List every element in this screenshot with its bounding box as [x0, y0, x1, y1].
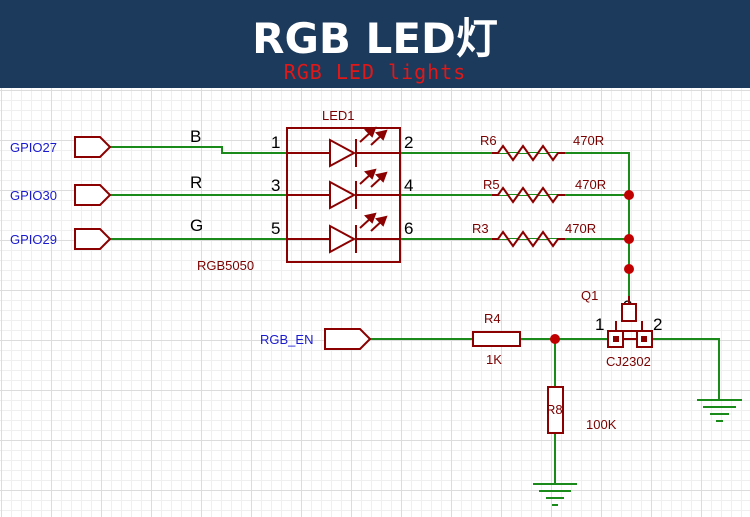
- port-gpio27: [74, 136, 112, 158]
- port-gpio30: [74, 184, 112, 206]
- junctions: [550, 190, 634, 344]
- led-pin-2: 2: [404, 133, 413, 152]
- emission-arrows: [359, 126, 388, 232]
- junction-gate: [550, 334, 560, 344]
- resistor-r4: [472, 331, 521, 347]
- junction-r5: [624, 190, 634, 200]
- r8-ref: R8: [546, 402, 563, 417]
- junction-r3: [624, 234, 634, 244]
- r5-value: 470R: [575, 177, 606, 192]
- r8-value: 100K: [586, 417, 617, 432]
- led-pin-1: 1: [271, 133, 280, 152]
- q1-pin-2: 2: [653, 315, 662, 334]
- zigzag-resistors: [492, 144, 565, 248]
- r4-ref: R4: [484, 311, 501, 326]
- page-subtitle: RGB LED lights: [283, 60, 467, 84]
- diode-blue: [329, 138, 357, 168]
- port-rgb-en: [324, 328, 372, 350]
- net-label-gpio30: GPIO30: [10, 188, 57, 203]
- channel-label-g: G: [190, 216, 203, 235]
- channel-label-b: B: [190, 127, 201, 146]
- led-pin-5: 5: [271, 219, 280, 238]
- wire-source: [652, 338, 720, 400]
- net-label-rgb-en: RGB_EN: [260, 332, 313, 347]
- q1-ref: Q1: [581, 288, 598, 303]
- page-title: RGB LED灯: [252, 14, 498, 63]
- r3-ref: R3: [472, 221, 489, 236]
- q1-pin1-dot: [613, 336, 619, 342]
- schematic-grid: [0, 88, 750, 517]
- led-pin-6: 6: [404, 219, 413, 238]
- title-banner: [0, 0, 750, 88]
- wire-gpio27: [110, 146, 287, 154]
- led-pin-4: 4: [404, 176, 413, 195]
- port-gpio29: [74, 228, 112, 250]
- diode-red: [329, 180, 357, 210]
- diode-green: [329, 224, 357, 254]
- wire-b-return: [400, 152, 630, 269]
- ground-symbol-source: [697, 399, 742, 422]
- transistor-q1: [607, 296, 653, 348]
- q1-pin-1: 1: [595, 315, 604, 334]
- channel-label-r: R: [190, 173, 202, 192]
- led-ref-label: LED1: [322, 108, 355, 123]
- led-pin-3: 3: [271, 176, 280, 195]
- r6-value: 470R: [573, 133, 604, 148]
- q1-part-label: CJ2302: [606, 354, 651, 369]
- net-label-gpio29: GPIO29: [10, 232, 57, 247]
- led-internal-wiring: [287, 152, 400, 240]
- junction-drain: [624, 264, 634, 274]
- r3-value: 470R: [565, 221, 596, 236]
- r4-value: 1K: [486, 352, 502, 367]
- resistor-r3: [492, 230, 565, 248]
- resistor-r6: [492, 144, 565, 162]
- q1-pin2-dot: [641, 336, 647, 342]
- resistor-r8: [547, 386, 564, 434]
- r5-ref: R5: [483, 177, 500, 192]
- net-label-gpio27: GPIO27: [10, 140, 57, 155]
- led-part-label: RGB5050: [197, 258, 254, 273]
- resistor-r5: [492, 186, 565, 204]
- r6-ref: R6: [480, 133, 497, 148]
- ground-symbol-pulldown: [533, 483, 577, 506]
